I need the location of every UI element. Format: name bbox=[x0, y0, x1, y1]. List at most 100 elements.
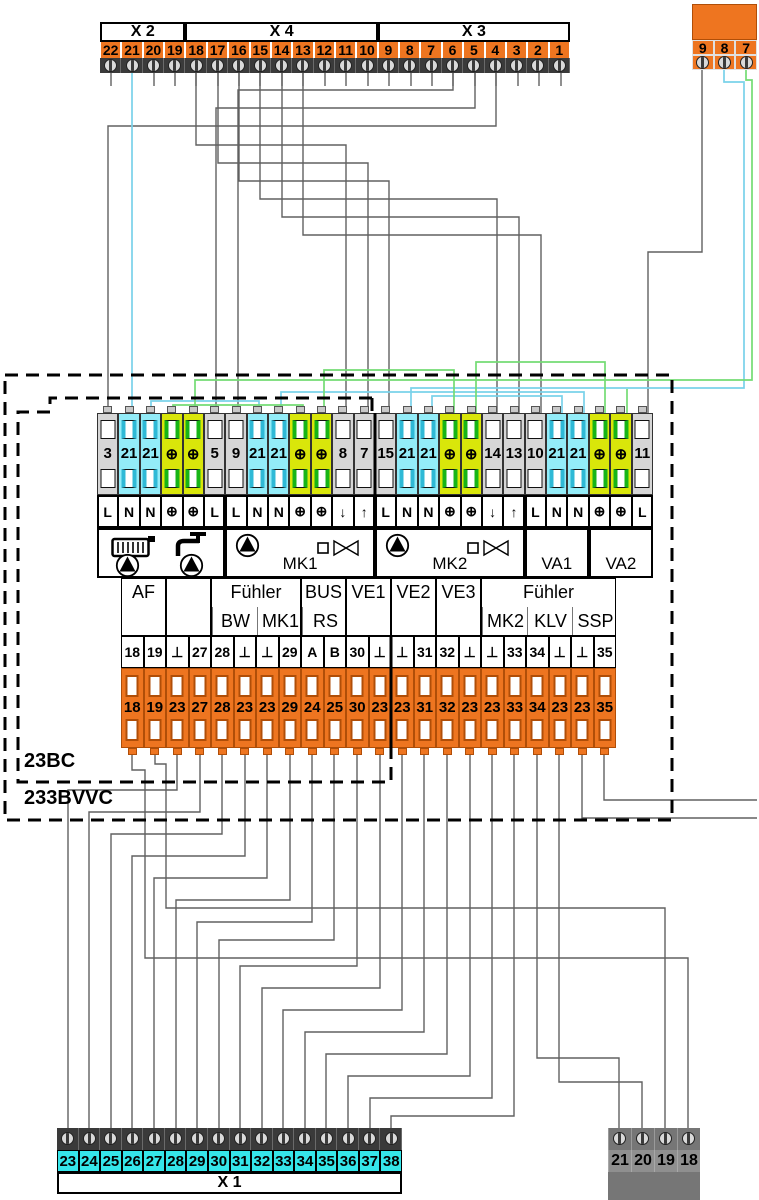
top-terminal-number: 22 bbox=[100, 42, 122, 58]
orange-terminal[interactable]: 31 bbox=[413, 668, 436, 748]
controller-terminal[interactable]: 21 bbox=[118, 413, 140, 495]
orange-terminal-number: 27 bbox=[191, 699, 209, 716]
orange-terminal-slot bbox=[148, 719, 162, 741]
pin-number: ⊥ bbox=[233, 636, 256, 668]
orange-terminal-slot bbox=[238, 675, 252, 697]
controller-terminal[interactable]: ⊕ bbox=[310, 413, 333, 495]
screw-terminal-icon bbox=[190, 1132, 204, 1145]
orange-terminal[interactable]: 33 bbox=[503, 668, 526, 748]
wire bbox=[647, 70, 703, 413]
orange-terminal-number: 23 bbox=[483, 699, 501, 716]
controller-terminal[interactable]: 21 bbox=[546, 413, 568, 495]
orange-terminal[interactable]: 18 bbox=[121, 668, 144, 748]
screw-terminal-icon bbox=[636, 1132, 649, 1145]
controller-terminal[interactable]: 21 bbox=[268, 413, 290, 495]
top-terminal-number: 17 bbox=[206, 42, 229, 58]
orange-terminal[interactable]: 29 bbox=[278, 668, 301, 748]
x1-terminal-number: 24 bbox=[78, 1150, 101, 1172]
terminal-slot bbox=[356, 420, 372, 439]
pin-number: 34 bbox=[526, 636, 549, 668]
controller-terminal[interactable]: 13 bbox=[503, 413, 525, 495]
controller-terminal[interactable]: ⊕ bbox=[588, 413, 611, 495]
controller-terminal[interactable]: ⊕ bbox=[610, 413, 632, 495]
function-box bbox=[97, 528, 226, 578]
orange-terminal[interactable]: 19 bbox=[143, 668, 166, 748]
terminal-number: ⊕ bbox=[443, 446, 457, 463]
controller-terminal[interactable]: 9 bbox=[225, 413, 247, 495]
orange-terminal[interactable]: 28 bbox=[211, 668, 234, 748]
orange-terminal[interactable]: 23 bbox=[571, 668, 594, 748]
controller-terminal[interactable]: 10 bbox=[524, 413, 547, 495]
controller-terminal[interactable]: 8 bbox=[332, 413, 354, 495]
function-box: MK1 bbox=[225, 528, 375, 578]
orange-terminal[interactable]: 23 bbox=[256, 668, 279, 748]
signal-label: VE2 bbox=[396, 582, 431, 602]
signal-sub-label: KLV bbox=[527, 607, 573, 635]
orange-terminal[interactable]: 23 bbox=[391, 668, 414, 748]
controller-terminal[interactable]: ⊕ bbox=[161, 413, 183, 495]
orange-terminal[interactable]: 32 bbox=[436, 668, 459, 748]
controller-terminal[interactable]: 11 bbox=[631, 413, 653, 495]
screw-terminal-icon bbox=[613, 1132, 626, 1145]
terminal-slot bbox=[292, 469, 308, 488]
wire bbox=[259, 73, 498, 413]
terminal-group-label: X 3 bbox=[377, 22, 570, 42]
pin-number: ⊥ bbox=[481, 636, 504, 668]
orange-terminal[interactable]: 27 bbox=[188, 668, 211, 748]
controller-terminal[interactable]: 14 bbox=[481, 413, 504, 495]
orange-terminal[interactable]: 23 bbox=[458, 668, 481, 748]
signal-label: AF bbox=[131, 582, 155, 602]
orange-terminal[interactable]: 23 bbox=[368, 668, 391, 748]
terminal-slot bbox=[378, 469, 394, 488]
orange-terminal[interactable]: 24 bbox=[301, 668, 324, 748]
br-terminal-number: 21 bbox=[608, 1150, 631, 1172]
screw-terminal-icon bbox=[253, 59, 267, 72]
screw-terminal-icon bbox=[189, 59, 203, 72]
conductor-group-frame bbox=[524, 495, 653, 528]
orange-terminal-number: 23 bbox=[236, 699, 254, 716]
controller-terminal[interactable]: 21 bbox=[417, 413, 440, 495]
orange-terminal[interactable]: 25 bbox=[323, 668, 346, 748]
controller-terminal[interactable]: 5 bbox=[203, 413, 226, 495]
screw-terminal-icon bbox=[739, 56, 753, 69]
terminal-group-label: X 2 bbox=[100, 22, 186, 42]
controller-terminal[interactable]: ⊕ bbox=[460, 413, 482, 495]
terminal-slot bbox=[420, 420, 436, 439]
controller-terminal[interactable]: 21 bbox=[139, 413, 162, 495]
signal-box: VE3 bbox=[436, 578, 481, 636]
controller-terminal[interactable]: 7 bbox=[353, 413, 375, 495]
controller-terminal[interactable]: ⊕ bbox=[182, 413, 204, 495]
orange-terminal-slot bbox=[463, 675, 477, 697]
terminal-slot bbox=[100, 420, 116, 439]
top-right-terminal-number: 9 bbox=[692, 40, 714, 56]
terminal-tab bbox=[317, 406, 327, 413]
orange-terminal[interactable]: 34 bbox=[526, 668, 549, 748]
orange-terminal[interactable]: 23 bbox=[166, 668, 189, 748]
top-right-terminal-number: 8 bbox=[713, 40, 736, 56]
function-label: VA1 bbox=[541, 554, 573, 573]
controller-terminal[interactable]: 21 bbox=[567, 413, 589, 495]
wire-earth bbox=[194, 70, 753, 413]
controller-terminal[interactable]: 15 bbox=[375, 413, 397, 495]
terminal-number: 13 bbox=[505, 445, 523, 462]
wire bbox=[558, 748, 643, 1131]
terminal-tab bbox=[488, 406, 498, 413]
controller-terminal[interactable]: 21 bbox=[396, 413, 418, 495]
orange-terminal[interactable]: 30 bbox=[346, 668, 369, 748]
orange-terminal[interactable]: 23 bbox=[481, 668, 504, 748]
controller-terminal[interactable]: 21 bbox=[246, 413, 269, 495]
orange-terminal-slot bbox=[575, 675, 589, 697]
orange-terminal[interactable]: 23 bbox=[233, 668, 256, 748]
orange-terminal-tab bbox=[465, 748, 475, 755]
orange-terminal-slot bbox=[373, 719, 387, 741]
controller-terminal[interactable]: 3 bbox=[97, 413, 119, 495]
controller-terminal[interactable]: ⊕ bbox=[289, 413, 311, 495]
controller-terminal[interactable]: ⊕ bbox=[439, 413, 461, 495]
terminal-slot bbox=[121, 469, 137, 488]
orange-terminal[interactable]: 23 bbox=[548, 668, 571, 748]
wire bbox=[131, 748, 246, 1131]
terminal-tab bbox=[402, 406, 412, 413]
wire bbox=[237, 73, 454, 413]
screw-terminal-icon bbox=[104, 1132, 118, 1145]
orange-terminal[interactable]: 35 bbox=[593, 668, 616, 748]
